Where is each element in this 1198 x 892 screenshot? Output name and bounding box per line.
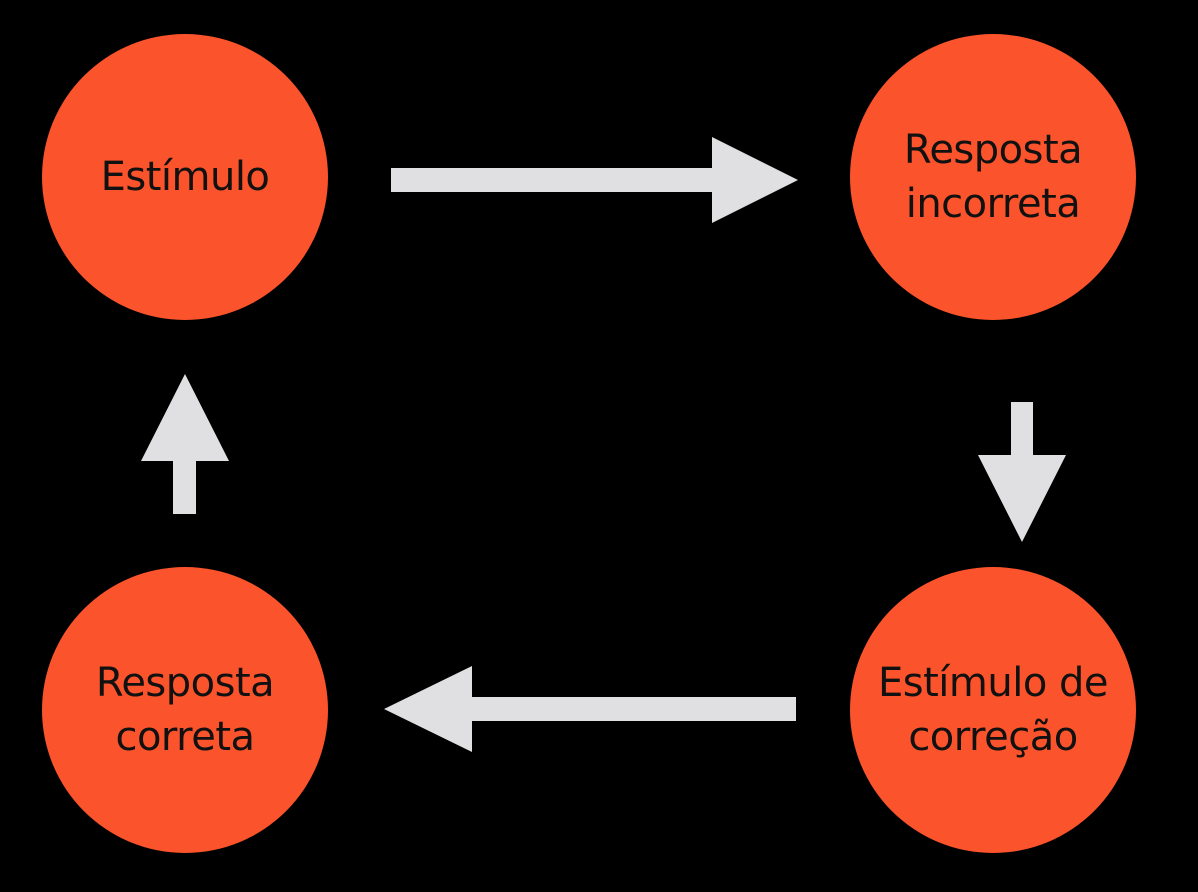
node-estimulo-de-correcao: Estímulo de correção: [850, 567, 1136, 853]
arrow-up-icon: [141, 374, 229, 514]
arrow-left-icon: [384, 666, 796, 752]
node-resposta-correta-label-1: Resposta: [95, 660, 275, 706]
node-resposta-correta: Resposta correta: [42, 567, 328, 853]
arrow-right-icon: [391, 137, 798, 223]
arrow-down-icon: [978, 402, 1066, 542]
node-resposta-incorreta-label-1: Resposta: [903, 127, 1083, 173]
node-estimulo-de-correcao-label-2: correção: [908, 714, 1078, 760]
node-resposta-incorreta: Resposta incorreta: [850, 34, 1136, 320]
node-resposta-correta-label-2: correta: [115, 714, 255, 760]
node-estimulo: Estímulo: [42, 34, 328, 320]
node-estimulo-label-1: Estímulo: [100, 154, 270, 200]
node-resposta-incorreta-label-2: incorreta: [905, 181, 1081, 227]
node-estimulo-de-correcao-label-1: Estímulo de: [877, 660, 1109, 706]
